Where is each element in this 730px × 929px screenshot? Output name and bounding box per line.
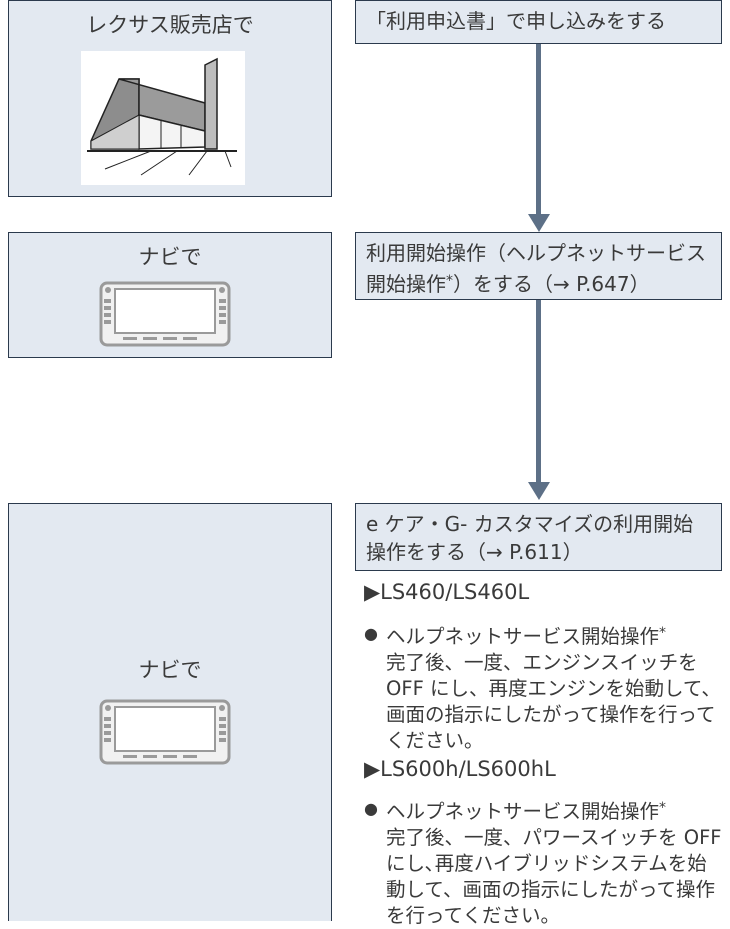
note-2-asterisk: * [659,800,667,816]
flow-arrow-line-1 [536,44,541,216]
note-1-asterisk: * [659,625,667,641]
navigation-unit-icon [99,281,231,351]
step-apply-form: 「利用申込書」で申し込みをする [355,0,722,44]
model-ls460-heading: ▶LS460/LS460L [364,580,530,604]
nav-caption-1: ナビで [138,245,202,269]
model-ls600h-note: ● ヘルプネットサービス開始操作* 完了後、一度、パワースイッチを OFF にし… [364,795,724,929]
dealer-caption: レクサス販売店で [86,13,254,37]
nav-box-2: ナビで [8,503,332,921]
step-ecare-gcustomize: e ケア・G- カスタマイズの利用開始 操作をする（→ P.611） [355,503,722,571]
step-1-text: 「利用申込書」で申し込みをする [366,9,666,33]
model-ls600h-heading: ▶LS600h/LS600hL [364,757,556,781]
note-2-lead: ヘルプネットサービス開始操作 [386,800,660,823]
dealer-box: レクサス販売店で [8,0,332,197]
nav-caption-2: ナビで [138,658,202,682]
flow-arrow-head-2 [528,482,550,500]
note-2-body: 完了後、一度、パワースイッチを OFF にし､再度ハイブリッドシステムを始動して… [386,826,722,927]
note-1-body: 完了後、一度、エンジンスイッチを OFF にし、再度エンジンを始動して、画面の指… [386,651,721,752]
dealership-illustration [81,51,245,185]
navigation-unit-icon [99,699,231,769]
step-3-line-1: e ケア・G- カスタマイズの利用開始 [366,512,694,536]
model-ls460-note: ● ヘルプネットサービス開始操作* 完了後、一度、エンジンスイッチを OFF に… [364,620,724,754]
step-start-operation: 利用開始操作（ヘルプネットサービス 開始操作*）をする（→ P.647） [355,232,722,300]
step-2-line-2b: ）をする（→ P.647） [453,272,650,296]
step-3-line-2: 操作をする（→ P.611） [366,540,583,564]
flow-arrow-head-1 [528,214,550,232]
bullet-icon: ● [364,799,378,818]
step-2-line-2a: 開始操作 [366,272,446,296]
note-1-lead: ヘルプネットサービス開始操作 [386,625,660,648]
flow-arrow-line-2 [536,300,541,484]
step-2-line-1: 利用開始操作（ヘルプネットサービス [366,241,706,265]
nav-box-1: ナビで [8,232,332,358]
step-2-asterisk: * [446,273,453,289]
bullet-icon: ● [364,624,378,643]
